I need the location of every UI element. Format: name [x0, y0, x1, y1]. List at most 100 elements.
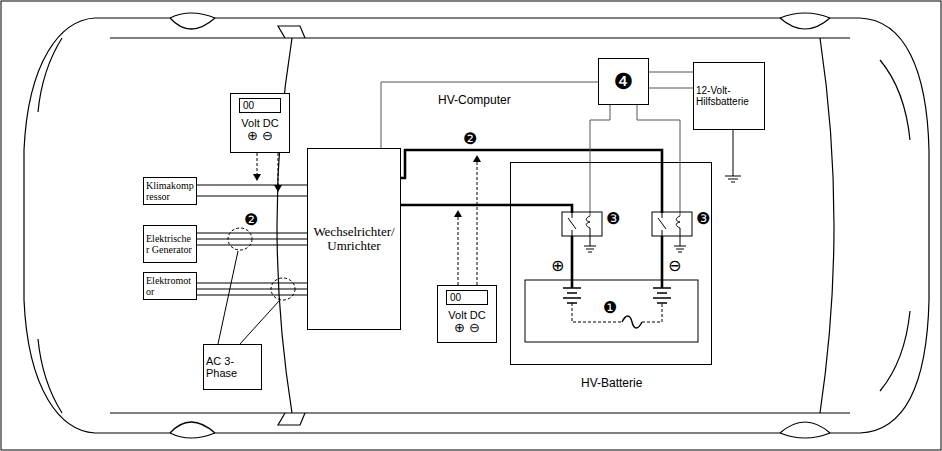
car-outline: [278, 26, 305, 38]
battery-cells: [622, 316, 642, 328]
car-outline: [170, 18, 215, 29]
box-heading: HV-Computer: [438, 94, 511, 107]
phase-marker: [218, 251, 238, 344]
generator-box: Elektrischer Generator: [143, 225, 197, 263]
box-label: Elektromotor: [146, 275, 194, 297]
voltmeter: 00Volt DC⊕ ⊖: [230, 93, 290, 153]
relay: [652, 212, 692, 236]
ac-wire: [197, 233, 307, 245]
ac-wire: [197, 282, 307, 283]
ac-wire: [197, 195, 307, 196]
meter-display: 00: [239, 98, 281, 113]
callout-number: ❸: [606, 211, 620, 227]
relay: [568, 213, 576, 236]
hv-cable: [401, 204, 510, 207]
hv-cable: [401, 150, 662, 205]
polarity-sign: ⊖: [668, 258, 681, 274]
meter-unit: Volt DC: [448, 309, 485, 321]
measure-arrow: [458, 211, 459, 285]
callout-number: ❷: [463, 131, 477, 147]
control-wire: [590, 105, 680, 162]
inverter-box: Wechselrichter/ Umrichter: [307, 148, 401, 330]
box-label: AC 3-Phase: [206, 355, 259, 379]
ac-wire: [197, 288, 307, 289]
meter-terminals: ⊕ ⊖: [247, 129, 273, 143]
callout-box: AC 3-Phase: [203, 344, 262, 390]
car-outline: [780, 422, 830, 433]
car-outline: [278, 413, 305, 425]
relay: [658, 213, 666, 236]
callout-number: ❹: [614, 71, 634, 93]
relay: [586, 216, 590, 246]
callout-number: ❷: [244, 212, 258, 228]
car-outline: [110, 412, 850, 413]
control-wire: [381, 82, 598, 148]
control-wire: [649, 72, 693, 73]
motor-box: Elektromotor: [143, 272, 197, 300]
polarity-sign: ⊕: [551, 258, 564, 274]
control-wire: [590, 105, 610, 162]
callout-number: ❸: [696, 211, 710, 227]
control-wire: [381, 82, 598, 148]
callout-number: ❶: [603, 300, 617, 316]
measure-arrow: [257, 153, 258, 180]
meter-display: 00: [446, 290, 488, 305]
battery-cells: [653, 288, 671, 303]
auxiliary-battery-box: 12-Volt-Hilfsbatterie: [693, 62, 765, 130]
car-outline: [110, 37, 850, 38]
box-label: Klimakompressor: [146, 180, 194, 202]
relay: [562, 212, 602, 236]
measure-arrow: [477, 156, 478, 285]
ground-symbol: [725, 130, 741, 182]
meter-terminals: ⊕ ⊖: [454, 321, 480, 335]
ground-symbol: [725, 130, 741, 182]
phase-marker: [240, 301, 279, 344]
car-outline: [820, 38, 834, 413]
ac-wire: [197, 244, 307, 245]
car-outline: [24, 13, 929, 438]
ac-wire: [197, 283, 307, 295]
car-outline: [880, 60, 910, 140]
car-outline: [38, 339, 62, 413]
battery-inner: [525, 280, 698, 342]
ac-wire: [197, 232, 307, 233]
car-outline: [24, 13, 929, 438]
compressor-box: Klimakompressor: [143, 177, 197, 205]
meter-unit: Volt DC: [241, 117, 278, 129]
ac-wire: [197, 294, 307, 295]
ac-wire: [197, 185, 307, 196]
ac-wire: [197, 184, 307, 185]
control-wire: [649, 72, 693, 88]
battery-inner: [661, 236, 664, 288]
car-outline: [170, 422, 215, 433]
relay: [584, 246, 596, 252]
battery-inner: [510, 162, 698, 342]
control-wire: [637, 105, 680, 162]
battery-cells: [563, 288, 581, 303]
box-heading: HV-Batterie: [581, 377, 642, 390]
car-outline: [880, 311, 910, 391]
battery-cells: [563, 288, 671, 328]
car-outline: [780, 18, 830, 29]
control-wire: [649, 88, 693, 89]
battery-inner: [571, 236, 574, 288]
relay: [562, 212, 692, 252]
ac-wire: [197, 238, 307, 239]
box-label: 12-Volt-Hilfsbatterie: [696, 85, 762, 107]
box-label: Elektrischer Generator: [146, 233, 194, 255]
relay: [676, 216, 680, 246]
battery-inner: [590, 162, 591, 216]
box-label: Wechselrichter/ Umrichter: [310, 225, 398, 254]
battery-inner: [661, 162, 664, 213]
relay: [674, 246, 686, 252]
hv-battery-box: HV-Batterie: [510, 162, 712, 365]
hv-cable: [401, 150, 662, 178]
car-outline: [38, 38, 62, 112]
hv-computer-box: ❹HV-Computer: [598, 58, 649, 105]
voltmeter: 00Volt DC⊕ ⊖: [437, 285, 497, 343]
battery-inner: [680, 162, 681, 216]
